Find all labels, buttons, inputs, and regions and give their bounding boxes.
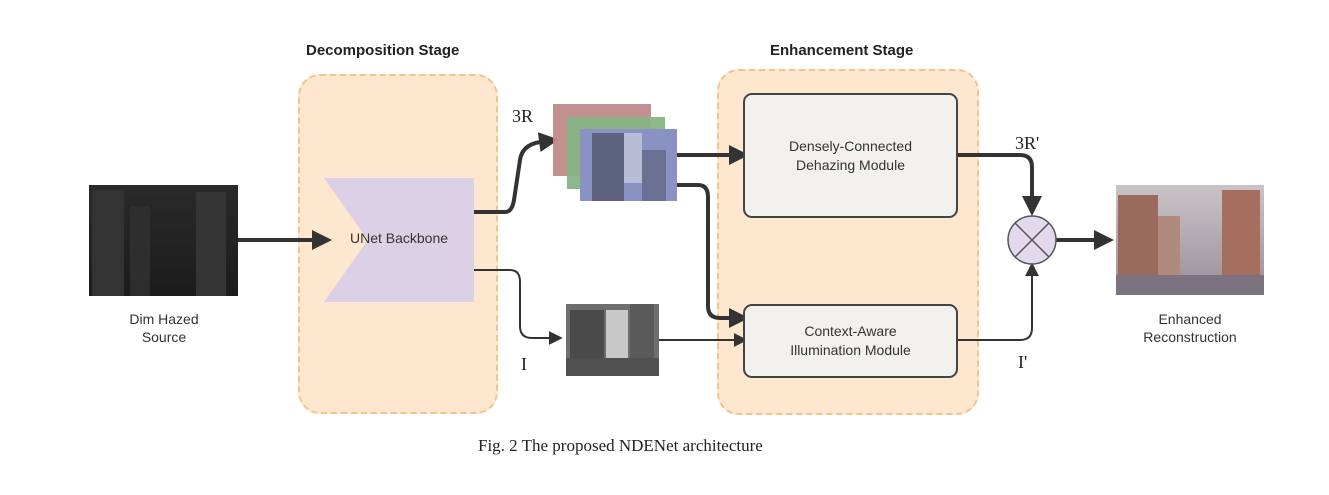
input-image-label: Dim Hazed Source	[104, 310, 224, 346]
illumination-to-combine-arrow	[958, 262, 1039, 341]
backbone-to-illumination-arrow	[474, 269, 563, 345]
input-label-line2: Source	[141, 329, 187, 345]
decomposition-stage-title: Decomposition Stage	[306, 42, 460, 59]
dehazing-module: Densely-Connected Dehazing Module	[743, 93, 958, 218]
reflectance-label: 3R	[512, 106, 534, 126]
dehazing-module-line1: Densely-Connected	[789, 137, 912, 154]
illumination-label: I	[521, 354, 527, 374]
multiply-combine-node	[1007, 215, 1057, 265]
input-label-line1: Dim Hazed	[129, 311, 199, 327]
unet-backbone-label: UNet Backbone	[349, 230, 449, 246]
output-image	[1116, 185, 1264, 295]
illumination-out-label: I'	[1018, 352, 1028, 372]
backbone-to-reflectance-arrow	[474, 132, 559, 214]
output-label-line1: Enhanced	[1158, 311, 1222, 327]
reflectance-channels	[553, 104, 677, 201]
figure-caption: Fig. 2 The proposed NDENet architecture	[478, 436, 763, 455]
output-label-line2: Reconstruction	[1143, 329, 1237, 345]
illumination-module: Context-Aware Illumination Module	[743, 304, 958, 378]
output-image-label: Enhanced Reconstruction	[1130, 310, 1250, 346]
reflectance-out-label: 3R'	[1015, 133, 1040, 153]
illumination-module-line2: Illumination Module	[790, 342, 911, 358]
illumination-module-line1: Context-Aware	[804, 323, 897, 339]
illumination-map-image	[566, 304, 659, 376]
reflectance-to-illumination-module-arrow	[677, 183, 749, 328]
enhancement-stage-title: Enhancement Stage	[770, 42, 914, 59]
dehazing-to-combine-arrow	[958, 153, 1042, 216]
dehazing-module-line2: Dehazing Module	[796, 156, 905, 173]
input-image	[89, 185, 238, 296]
